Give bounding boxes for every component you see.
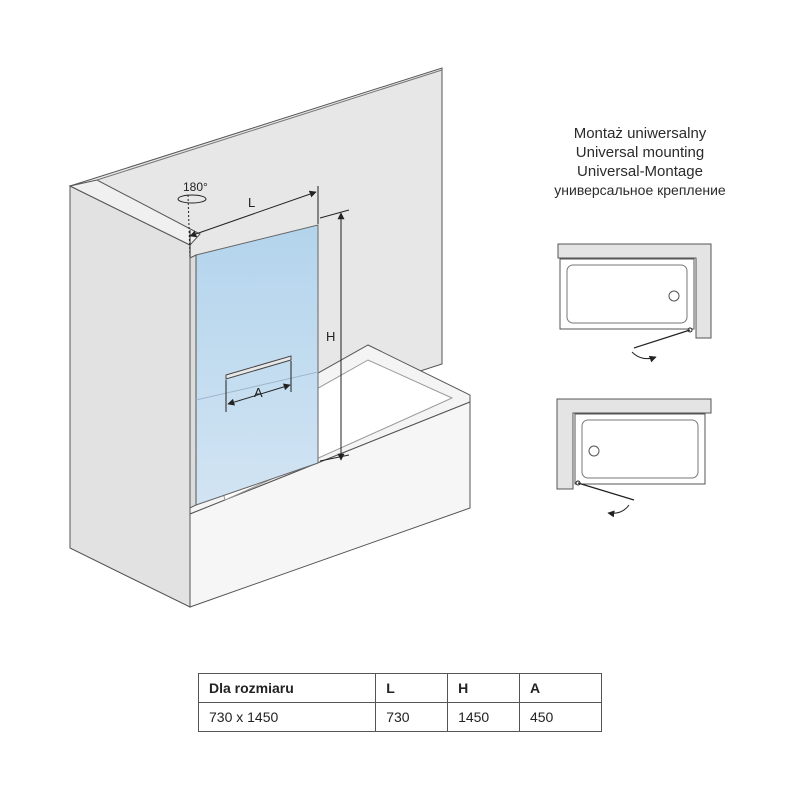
drain-icon bbox=[668, 290, 680, 302]
dim-A-label: A bbox=[254, 385, 263, 400]
swing-arrow-icon-2 bbox=[607, 504, 630, 518]
cell-L: 730 bbox=[375, 702, 449, 732]
screen-plan-2 bbox=[577, 482, 635, 501]
glass-panel bbox=[195, 224, 319, 506]
dimensions-table: Dla rozmiaru L H A 730 x 1450 730 1450 4… bbox=[197, 673, 603, 732]
cell-A: 450 bbox=[518, 702, 603, 732]
plan-view-right bbox=[557, 243, 712, 363]
header-A: A bbox=[518, 673, 603, 703]
towel-bar bbox=[225, 355, 292, 380]
mounting-caption: Montaż uniwersalny Universal mounting Un… bbox=[520, 124, 760, 200]
dim-L-label: L bbox=[248, 195, 255, 210]
caption-en: Universal mounting bbox=[575, 144, 705, 161]
dim-H-label: H bbox=[326, 329, 335, 344]
cell-size: 730 x 1450 bbox=[197, 702, 377, 732]
caption-pl: Montaż uniwersalny bbox=[573, 125, 707, 142]
room-illustration bbox=[68, 67, 471, 608]
dimension-lines: 180° L H A bbox=[177, 180, 350, 462]
header-H: H bbox=[447, 673, 520, 703]
side-wall bbox=[69, 185, 191, 608]
rotation-label: 180° bbox=[183, 180, 208, 194]
header-L: L bbox=[375, 673, 449, 703]
table-row: 730 x 1450 730 1450 450 bbox=[197, 702, 603, 732]
caption-de: Universal-Montage bbox=[577, 163, 703, 180]
plan-view-left bbox=[556, 398, 712, 518]
swing-arrow-icon bbox=[631, 351, 657, 363]
drain-icon-2 bbox=[588, 445, 600, 457]
header-size: Dla rozmiaru bbox=[197, 673, 377, 703]
caption-ru: универсальное крепление bbox=[554, 182, 726, 198]
cell-H: 1450 bbox=[447, 702, 520, 732]
wall-profile bbox=[189, 254, 197, 509]
screen-plan bbox=[633, 329, 691, 349]
table-header-row: Dla rozmiaru L H A bbox=[197, 673, 603, 703]
bathtub-front bbox=[189, 401, 471, 608]
